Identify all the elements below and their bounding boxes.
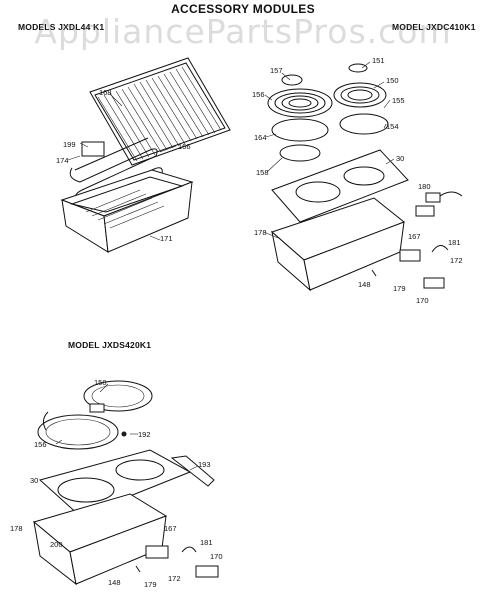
part-number-150-solid: 150: [94, 378, 107, 387]
part-number-155: 155: [392, 96, 405, 105]
coil-top-plate: [271, 149, 409, 223]
coil-element-small: [333, 63, 387, 108]
part-number-172-solid: 172: [168, 574, 181, 583]
model-label-coil: MODEL JXDC410K1: [392, 22, 476, 32]
solid-electrical-parts: [135, 545, 219, 578]
part-number-151: 151: [372, 56, 385, 65]
grill-drip-pan: [60, 169, 194, 253]
part-number-172: 172: [450, 256, 463, 265]
part-number-181-solid: 181: [200, 538, 213, 547]
part-number-170-solid: 170: [210, 552, 223, 561]
part-number-181: 181: [448, 238, 461, 247]
diagram-title: ACCESSORY MODULES: [171, 2, 315, 16]
part-number-158: 158: [256, 168, 269, 177]
part-number-154: 154: [386, 122, 399, 131]
part-number-179: 179: [393, 284, 406, 293]
part-number-168: 168: [99, 88, 112, 97]
part-number-156-solid: 156: [34, 440, 47, 449]
part-number-180: 180: [418, 182, 431, 191]
part-number-170: 170: [416, 296, 429, 305]
leader-lines: [55, 61, 395, 471]
part-number-171: 171: [160, 234, 173, 243]
part-number-192: 192: [138, 430, 151, 439]
part-number-166: 166: [178, 142, 191, 151]
model-label-grill: MODELS JXDL44 K1: [18, 22, 105, 32]
part-number-164: 164: [254, 133, 267, 142]
part-number-200: 200: [50, 540, 63, 549]
solid-pan: [32, 493, 168, 586]
part-number-199: 199: [63, 140, 76, 149]
coil-drip-bowls: [271, 113, 389, 162]
solid-top-plate: [38, 449, 192, 517]
grill-heating-element: [69, 137, 163, 207]
part-number-30: 30: [396, 154, 405, 163]
part-number-174: 174: [56, 156, 69, 165]
solid-element-large: [37, 411, 119, 450]
part-number-179-solid: 179: [144, 580, 157, 589]
part-number-148-solid: 148: [108, 578, 121, 587]
coil-element-large: [267, 74, 333, 118]
part-number-178-solid: 178: [10, 524, 23, 533]
coil-pan: [271, 197, 405, 292]
part-number-157: 157: [270, 66, 283, 75]
solid-terminal-bracket: [121, 431, 215, 487]
part-number-178: 178: [254, 228, 267, 237]
part-number-148: 148: [358, 280, 371, 289]
part-number-156: 156: [252, 90, 265, 99]
model-label-solid: MODEL JXDS420K1: [68, 340, 152, 350]
part-number-167: 167: [408, 232, 421, 241]
solid-element-small: [83, 380, 153, 413]
part-number-30-solid: 30: [30, 476, 39, 485]
coil-electrical-parts: [371, 191, 463, 289]
grill-grate: [89, 57, 231, 166]
part-number-167-solid: 167: [164, 524, 177, 533]
part-number-193: 193: [198, 460, 211, 469]
part-number-150: 150: [386, 76, 399, 85]
